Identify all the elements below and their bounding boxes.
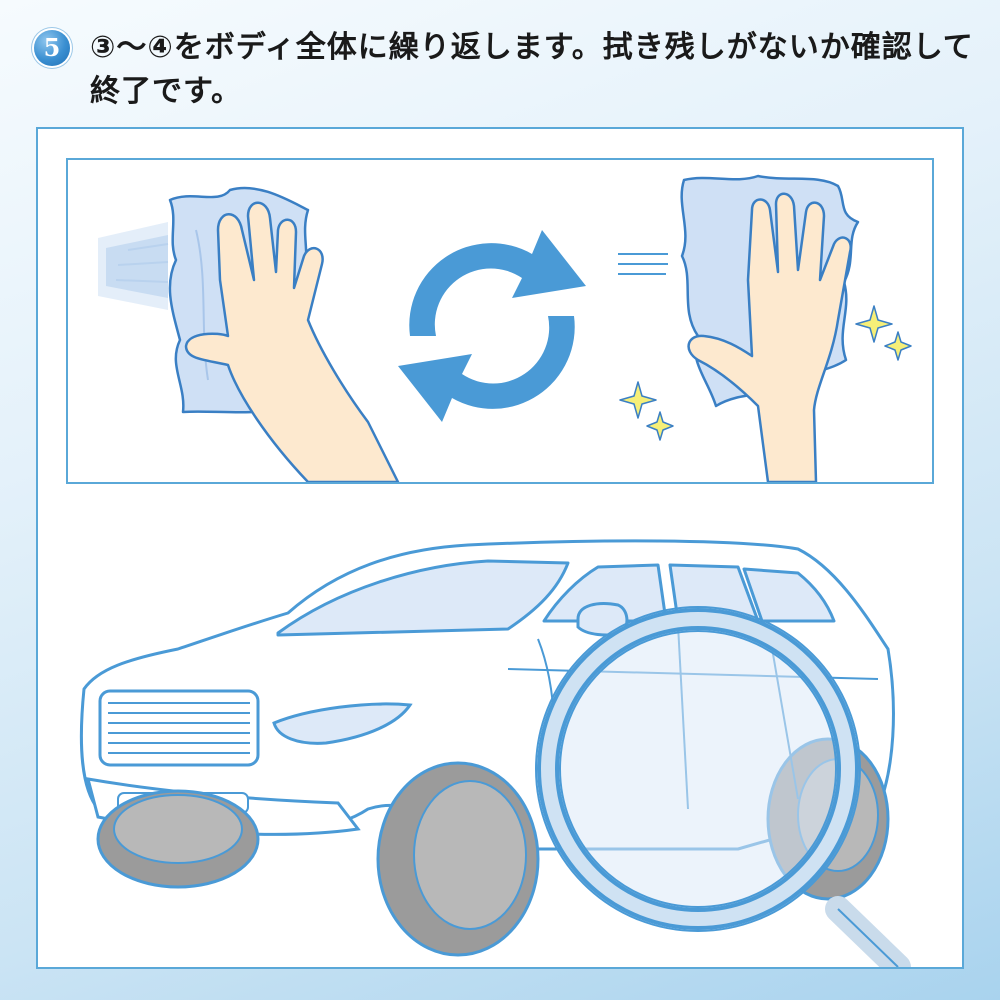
front-left-wheel [96, 789, 260, 889]
motion-streaks-icon [98, 222, 169, 310]
car-side-mirror [576, 602, 629, 637]
left-hand-icon [184, 201, 400, 482]
car-inspection-area [38, 509, 962, 967]
right-hand-icon [687, 192, 852, 482]
motion-dashes-icon [618, 253, 668, 275]
step-number-badge: 5 [34, 30, 70, 66]
sparkle-icon [619, 305, 912, 441]
car-illustration [79, 539, 911, 967]
magnifying-glass-icon [535, 606, 911, 967]
car-headlight [272, 702, 413, 745]
illustration-frame [36, 127, 964, 969]
front-right-wheel [376, 761, 540, 957]
car-side-window-rear [742, 567, 836, 623]
wiping-steps-panel [66, 158, 934, 484]
car-windshield [276, 559, 570, 637]
refresh-cycle-icon [398, 230, 586, 422]
car-grille [98, 689, 260, 767]
step-instruction-text: ③～④をボディ全体に繰り返します。拭き残しがないか確認して終了です。 [90, 30, 974, 109]
wiping-steps-illustration [98, 174, 912, 482]
car-side-window-front [542, 563, 668, 623]
